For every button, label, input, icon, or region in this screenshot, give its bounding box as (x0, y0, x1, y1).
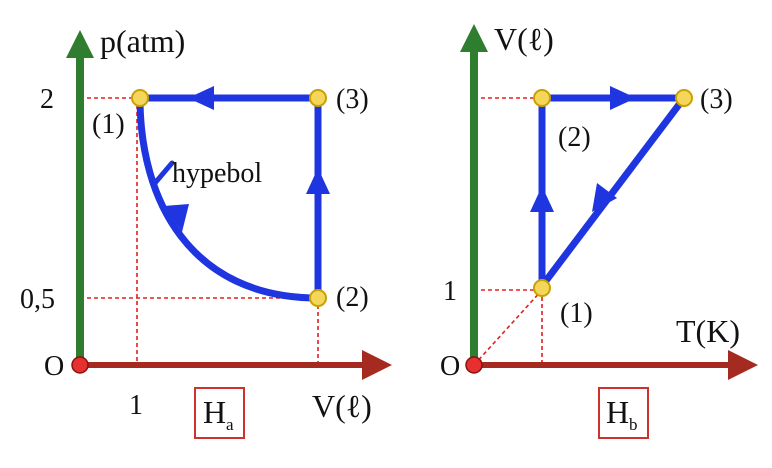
right-ytick-1: 1 (443, 276, 457, 307)
process-1-to-2-hyperbola (136, 94, 322, 302)
left-point-3-dot (309, 89, 327, 107)
right-x-arrowhead (728, 350, 758, 380)
left-origin-dot (71, 356, 89, 374)
right-point-3-dot (675, 89, 693, 107)
left-ytick-05: 0,5 (20, 284, 55, 315)
left-x-axis-label: V(ℓ) (312, 388, 372, 424)
left-point-3-label: (3) (336, 84, 369, 115)
right-y-axis-label: V(ℓ) (494, 21, 554, 57)
left-xtick-1: 1 (129, 390, 143, 421)
right-origin-label: O (440, 351, 460, 382)
right-y-arrowhead (460, 24, 488, 52)
right-point-1-label: (1) (560, 298, 593, 329)
right-caption-main: H (606, 394, 629, 430)
left-axes (66, 30, 392, 380)
left-y-axis-label: p(atm) (100, 23, 185, 59)
left-ytick-2: 2 (40, 84, 54, 115)
process-3-to-1 (538, 94, 688, 290)
arrowhead-2-to-3 (306, 168, 330, 194)
arrowhead-3-to-1 (188, 86, 214, 110)
right-caption-sub: b (629, 415, 638, 434)
right-point-1-dot (533, 279, 551, 297)
left-process (136, 86, 330, 302)
right-caption-box (598, 387, 649, 439)
arrowhead-1-to-2 (530, 186, 554, 212)
right-x-axis-label: T(K) (676, 313, 740, 349)
left-point-1-dot (131, 89, 149, 107)
left-y-arrowhead (66, 30, 94, 58)
left-origin-label: O (44, 351, 64, 382)
right-point-2-label: (2) (558, 122, 591, 153)
left-point-1-label: (1) (92, 109, 125, 140)
right-process (530, 86, 688, 290)
right-guide-lines (473, 97, 543, 366)
diagram-right: V(ℓ) T(K) O 1 (2) (3) (1) H b (440, 21, 758, 439)
left-caption-sub: a (226, 415, 234, 434)
left-point-2-dot (309, 289, 327, 307)
arrowhead-3-to-1 (592, 183, 617, 212)
right-point-2-dot (533, 89, 551, 107)
left-point-2-label: (2) (336, 282, 369, 313)
right-origin-dot (465, 356, 483, 374)
diagram-left: p(atm) V(ℓ) O 2 0,5 1 (1) (3) (2) hypebo… (20, 23, 392, 439)
left-caption-main: H (203, 394, 226, 430)
arrowhead-1-to-2 (164, 204, 189, 232)
right-axes (460, 24, 758, 380)
arrowhead-2-to-3 (610, 86, 636, 110)
right-point-3-label: (3) (700, 84, 733, 115)
guide-origin-line (473, 289, 543, 366)
left-x-arrowhead (362, 350, 392, 380)
hyperbola-pointer (152, 160, 175, 186)
left-caption-box (194, 387, 245, 439)
left-curve-label: hypebol (172, 158, 262, 189)
